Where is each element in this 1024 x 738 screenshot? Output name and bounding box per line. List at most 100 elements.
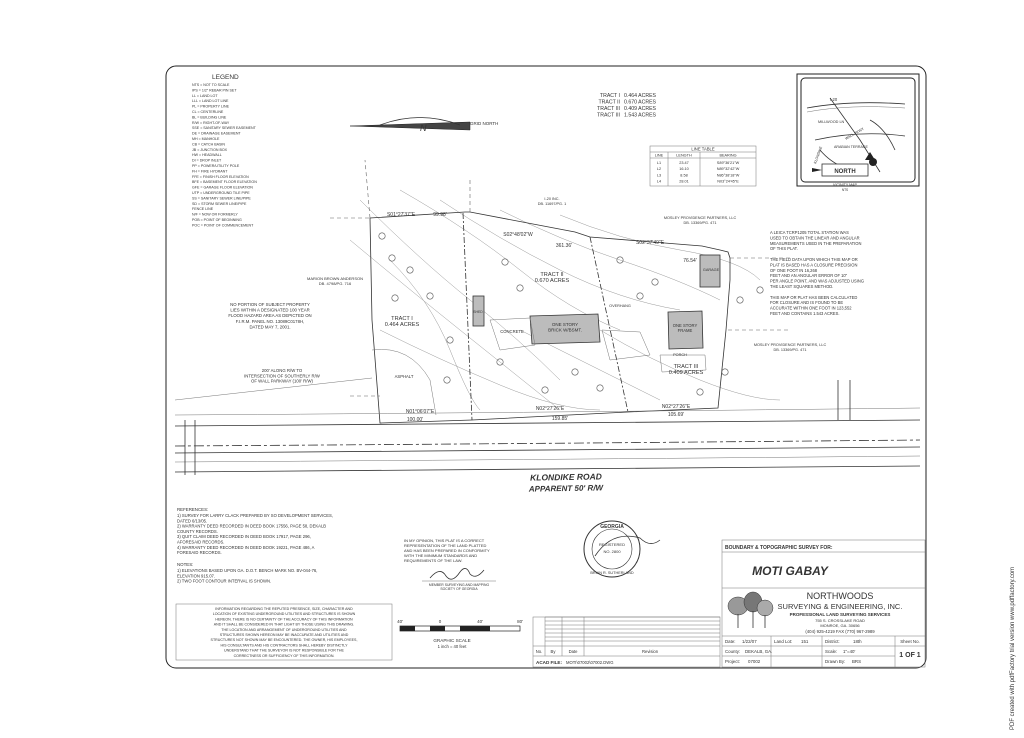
company-address1: 755 S. CROSSLAKE ROAD (815, 618, 865, 623)
distance-label: 99.98' (433, 212, 447, 218)
company-logo (727, 591, 774, 628)
leica-note-line: FEET AND CONTAINS 1.543 ACRES. (770, 311, 839, 316)
scale-label-40: 40' (477, 619, 483, 624)
vicinity-label-klondike: KLONDIKE (813, 145, 823, 164)
plat-label-mosley1: MOSLEY PROVIDENCE PARTNERS, LLC (664, 216, 737, 220)
legend-item: GFE = GARAGE FLOOR ELEVATION (192, 186, 253, 190)
tree-icon (721, 368, 729, 376)
note-line: ELEVATION 915.07. (177, 573, 215, 578)
disclaimer-line: HIS CONSULTANTS AND HIS CONTRACTORS SHAL… (221, 643, 349, 647)
tree-icon (391, 294, 399, 302)
plat-label-shed: SHED (473, 310, 483, 314)
line-table-cell: L3 (657, 173, 661, 177)
graphic-scale: 40' 0 40' 80' GRAPHIC SCALE 1 inch = 40 … (397, 619, 523, 649)
company-name-2: SURVEYING & ENGINEERING, INC. (778, 602, 903, 611)
vicinity-label-arabian: ARABIAN TERRACE (834, 145, 868, 149)
legend-item: N/F = NOW OR FORMERLY (192, 213, 238, 217)
legend-item: PP = POWER/UTILITY POLE (192, 164, 240, 168)
plat-label-asphalt: ASPHALT (395, 374, 414, 379)
legend-item: UTP = UNDERGROUND TILE PIPE (192, 191, 250, 195)
disclaimer-line: CORRECTNESS OR SUFFICIENCY OF THIS INFOR… (234, 654, 335, 658)
plat-label-mosley1: DB. 13369/PG. 471 (684, 221, 717, 225)
flood-note-line: FLOOD HAZARD AREA AS DEPICTED ON (228, 313, 311, 318)
leica-note-line: OF ONE FOOT IN 16,268 (770, 268, 818, 273)
plat-label-along_rw: INTERSECTION OF SOUTHERLY R/W (244, 373, 321, 378)
leica-note-line: FEET AND AN ANGULAR ERROR OF 10" (770, 273, 848, 278)
tree-icon (378, 232, 386, 240)
garage-building (699, 254, 721, 288)
line-table-header: LINE (655, 154, 664, 158)
scale-label-80: 80' (517, 619, 523, 624)
distance-label: 105.69' (668, 412, 684, 418)
line-table-cell: 28.01 (679, 180, 689, 184)
tract-list-name: TRACT II (598, 100, 620, 106)
scale-label-neg40: 40' (397, 619, 403, 624)
reference-line: FORESAID RECORDS. (177, 550, 222, 555)
rev-header-date: Date (569, 649, 579, 654)
flood-note-line: NO PORTION OF SUBJECT PROPERTY (230, 302, 310, 307)
county-value: DEKALB, GA. (745, 649, 772, 654)
disclaimer-line: STRUCTURES NOT SHOWN MAY BE ENCOUNTERED.… (211, 638, 358, 642)
legend-item: FFE = FINISH FLOOR ELEVATION (192, 175, 249, 179)
legend-item: FH = FIRE HYDRANT (192, 169, 228, 173)
plat-label-along_rw: OF WALL PARKWAY (100' R/W) (251, 379, 314, 384)
landlot-value: 151 (801, 639, 809, 644)
leica-note-line: PLAT IS BASED HAS A CLOSURE PRECISION (770, 262, 857, 267)
opinion-line: WITH THE MINIMUM STANDARDS AND (404, 553, 477, 558)
landlot-label: Land Lot: (774, 639, 792, 644)
tree-icon (616, 256, 624, 264)
legend-item: CB = CATCH BASIN (192, 142, 225, 146)
leica-note-line: THE LEAST SQUARES METHOD. (770, 284, 833, 289)
reference-line: 3) QUIT CLAIM DEED RECORDED IN DEED BOOK… (177, 534, 311, 539)
flood-note-line: F.I.R.M. PANEL NO. 13089C0178H, (236, 319, 305, 324)
leica-note-line: OF THIS PLAT. (770, 246, 798, 251)
note-line: 2) TWO FOOT CONTOUR INTERVAL IS SHOWN. (177, 579, 271, 584)
seal-type: REGISTERED (599, 542, 625, 547)
sheet-value: 1 OF 1 (899, 652, 921, 659)
reference-line: 4) WARRANTY DEED RECORDED IN DEED BOOK 1… (177, 545, 315, 550)
road-name: KLONDIKE ROAD (530, 471, 602, 482)
sheet-border (165, 65, 927, 669)
bearing-label: N02°27'26"E (536, 406, 565, 412)
scale-label: Scale: (825, 649, 837, 654)
leica-note-line: USED TO OBTAIN THE LINEAR AND ANGULAR (770, 235, 860, 240)
plat-label-i20inc: I-20 INC. (544, 197, 559, 201)
leica-note-line: A LEICA TCRP1205 TOTAL STATION WAS (770, 230, 849, 235)
disclaimer-line: INFORMATION REGARDING THE REPUTED PRESEN… (215, 607, 353, 611)
legend-item: SS = SANITARY SEWER LINE/PIPE (192, 196, 251, 200)
note-line: 1) ELEVATIONS BASED UPON GA. D.O.T. BENC… (177, 568, 317, 573)
tract-list-area: 0.670 ACRES (624, 100, 657, 106)
district-label: District: (825, 639, 840, 644)
bearing-label: N02°27'26"E (662, 404, 691, 410)
rev-header-no: No. (536, 649, 543, 654)
plat-label-frame: ONE STORY (673, 323, 698, 328)
legend-item: CL = CENTERLINE (192, 110, 224, 114)
tree-icon (426, 292, 434, 300)
opinion-line: IN MY OPINION, THIS PLAT IS A CORRECT (404, 538, 485, 543)
tree-icon (571, 368, 579, 376)
line-table-header: BEARING (719, 154, 736, 158)
tree-icon (756, 286, 764, 294)
leica-note-line: ACCURATE WITHIN ONE FOOT IN 123,552 (770, 306, 852, 311)
line-table-cell: 16.10 (679, 167, 689, 171)
shed-building (472, 295, 485, 327)
vicinity-label-millwood: MILLWOOD LN (818, 120, 845, 124)
line-table-cell: L4 (657, 180, 661, 184)
vicinity-map-caption: VICINITY MAP (833, 183, 857, 187)
flood-note-line: LIES WITHIN A DESIGNATED 100 YEAR (230, 308, 309, 313)
disclaimer-line: UNDERSTAND THAT THE SURVEYOR IS NOT RESP… (224, 649, 344, 653)
svg-text:N: N (420, 123, 427, 133)
date-value: 1/22/07 (742, 639, 757, 644)
reference-line: DATED 6/13/05. (177, 518, 207, 523)
legend-item: R/W = RIGHT-OF-WAY (192, 121, 230, 125)
project-label: Project: (725, 659, 740, 664)
tree-icon (651, 278, 659, 286)
plat-label-porch: PORCH (673, 353, 687, 357)
tract-list-name: TRACT III (597, 113, 620, 119)
